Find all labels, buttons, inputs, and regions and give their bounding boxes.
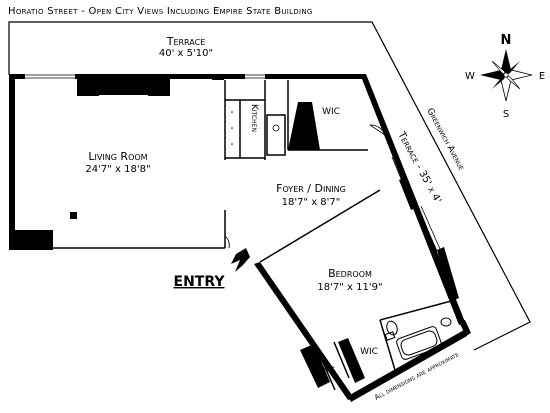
wic-top-label: WIC (322, 107, 340, 117)
door-swings (224, 124, 386, 249)
terrace-top-dims: 40' x 5'10" (159, 48, 213, 59)
kitchen-counter-marks (231, 111, 280, 145)
interior-walls (53, 80, 456, 391)
bedroom-dims: 18'7" x 11'9" (317, 282, 382, 293)
wbfp-label: WBFP (111, 106, 131, 113)
living-room-name: Living Room (88, 150, 147, 163)
compass-south-label: S (503, 109, 509, 120)
wic-bottom-label: WIC (317, 366, 335, 376)
windows (25, 74, 441, 252)
wic-mid-label: WIC (360, 347, 378, 357)
street-top-label: Horatio Street - Open City Views Includi… (8, 6, 313, 17)
bathroom-fixtures (384, 317, 452, 360)
foyer-dims: 18'7" x 8'7" (282, 197, 341, 208)
entry-arrow-icon (231, 248, 250, 272)
street-right-label: Greenwich Avenue (424, 107, 466, 173)
compass-north-label: N (501, 33, 512, 48)
living-room-dims: 24'7" x 18'8" (85, 164, 150, 175)
compass-east-label: E (539, 71, 545, 82)
terrace-outline (8, 21, 531, 351)
foyer-name: Foyer / Dining (276, 182, 346, 195)
compass-icon (480, 49, 533, 102)
bedroom-name: Bedroom (328, 267, 372, 280)
kitchen-label: Kitchen (249, 104, 259, 132)
compass-west-label: W (465, 71, 475, 82)
entry-label: ENTRY (174, 274, 226, 290)
terrace-top-name: Terrace (166, 35, 206, 48)
partition-blocks (70, 212, 365, 388)
